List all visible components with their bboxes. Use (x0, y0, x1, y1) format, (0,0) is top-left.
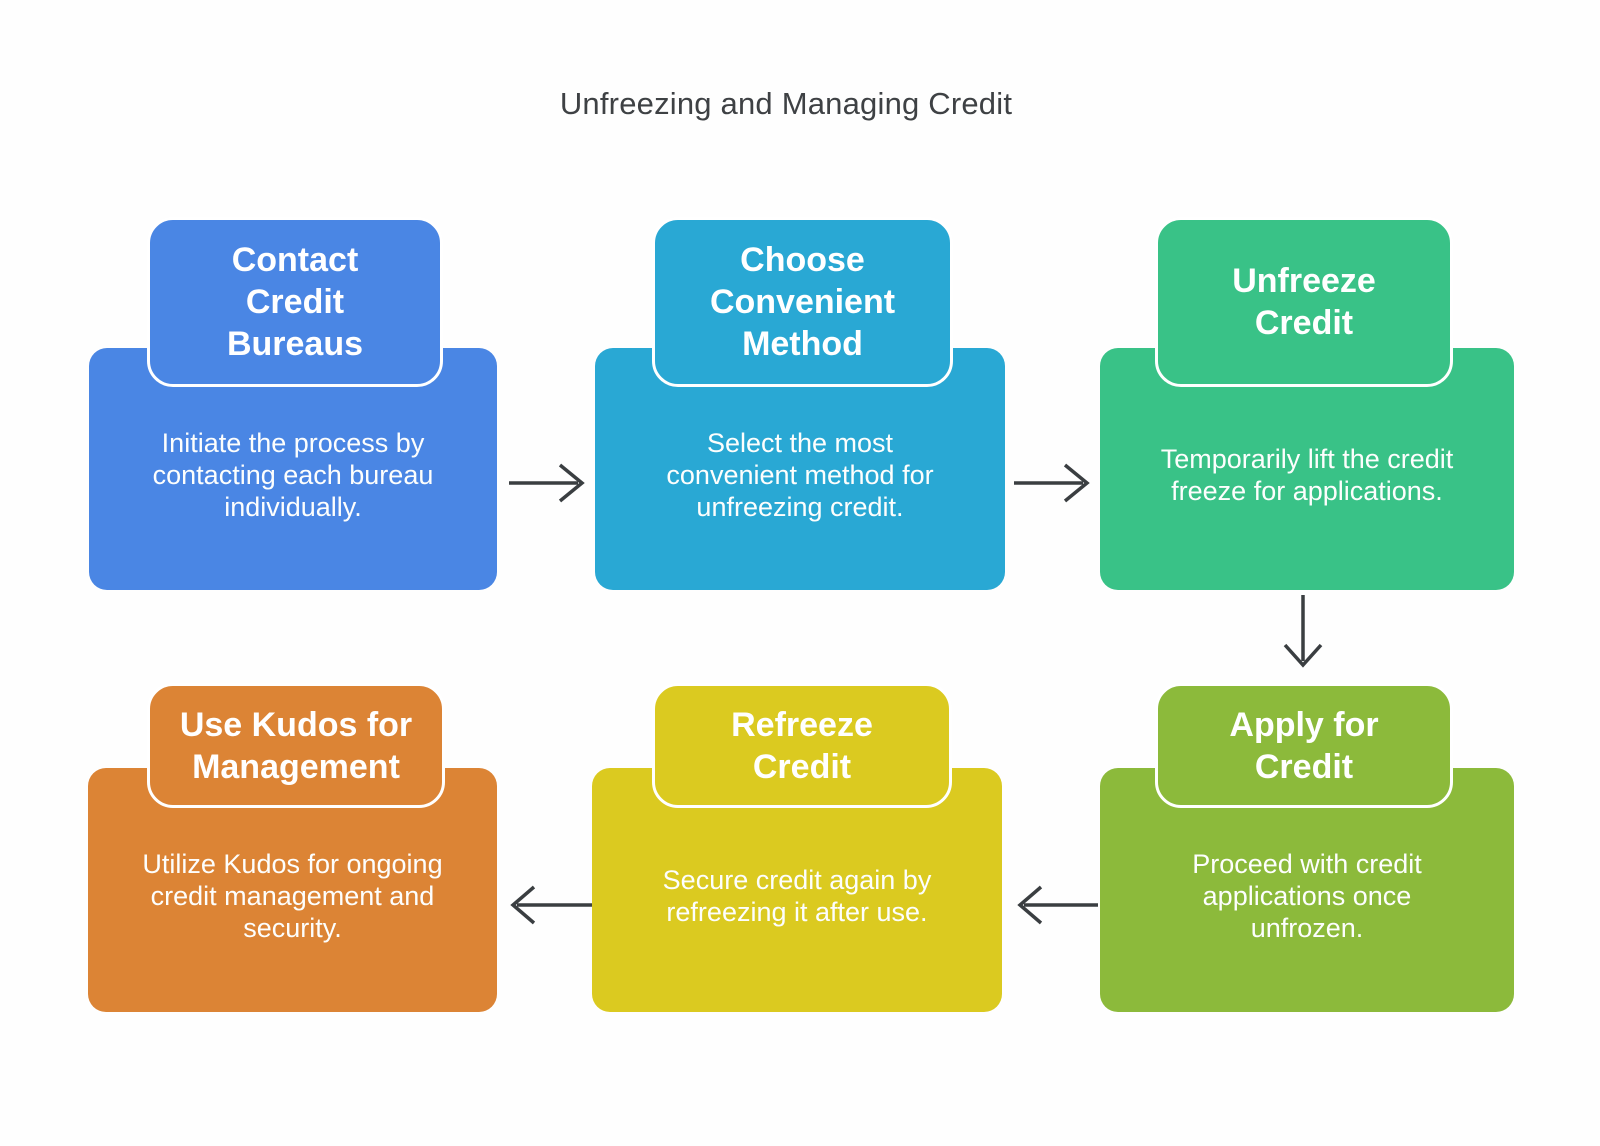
arrow-unfreeze-to-apply-icon (1283, 595, 1323, 668)
arrow-contact-to-choose-icon (509, 463, 585, 503)
diagram-title: Unfreezing and Managing Credit (559, 86, 1013, 121)
step-description: Temporarily lift the credit freeze for a… (1160, 444, 1454, 506)
arrow-choose-to-unfreeze-icon (1014, 463, 1090, 503)
step-body-panel: Secure credit again by refreezing it aft… (592, 768, 1002, 1012)
step-description: Initiate the process by contacting each … (152, 428, 434, 522)
step-header-panel: Contact Credit Bureaus (147, 217, 443, 387)
step-title: Contact Credit Bureaus (226, 241, 364, 363)
step-description: Secure credit again by refreezing it aft… (662, 865, 932, 927)
arrow-apply-to-refreeze-icon (1017, 885, 1098, 925)
step-description: Select the most convenient method for un… (666, 428, 934, 522)
step-title: Refreeze Credit (731, 705, 873, 786)
step-body-panel: Select the most convenient method for un… (595, 348, 1005, 590)
step-body-panel: Utilize Kudos for ongoing credit managem… (88, 768, 497, 1012)
step-header-panel: Choose Convenient Method (652, 217, 953, 387)
step-title: Unfreeze Credit (1232, 262, 1376, 342)
step-body-panel: Proceed with credit applications once un… (1100, 768, 1514, 1012)
step-body-panel: Initiate the process by contacting each … (89, 348, 497, 590)
step-header-panel: Refreeze Credit (652, 683, 952, 808)
arrow-refreeze-to-kudos-icon (510, 885, 592, 925)
step-description: Proceed with credit applications once un… (1192, 849, 1422, 943)
step-description: Utilize Kudos for ongoing credit managem… (142, 849, 443, 943)
step-header-panel: Unfreeze Credit (1155, 217, 1453, 387)
step-header-panel: Use Kudos for Management (147, 683, 445, 808)
step-title: Use Kudos for Management (179, 705, 413, 786)
step-body-panel: Temporarily lift the credit freeze for a… (1100, 348, 1514, 590)
step-title: Choose Convenient Method (709, 241, 896, 363)
step-header-panel: Apply for Credit (1155, 683, 1453, 808)
step-title: Apply for Credit (1229, 705, 1379, 786)
